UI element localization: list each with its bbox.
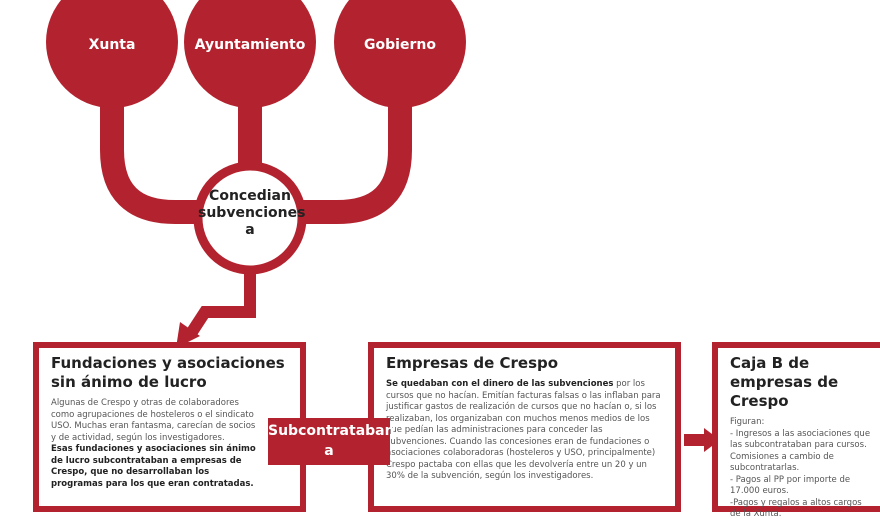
box-caja-b: Caja B de empresas de Crespo Figuran: - … (712, 342, 880, 519)
box-fundaciones: Fundaciones y asociaciones sin ánimo de … (33, 342, 306, 512)
arrow-right-2 (684, 428, 720, 452)
box-bold-text: Se quedaban con el dinero de las subvenc… (386, 379, 614, 389)
source-circle-ayuntamiento (184, 0, 316, 108)
box-text: por los cursos que no hacían. Emitían fa… (386, 379, 661, 481)
box-item: - Ingresos a las asociaciones que las su… (730, 428, 871, 474)
flow-pipes (46, 0, 720, 452)
box-item: -Pagos y regalos a altos cargos de la Xu… (730, 497, 862, 520)
source-circle-xunta (46, 0, 178, 108)
center-circle (193, 161, 307, 275)
center-label: Concedian subvenciones a (198, 188, 306, 238)
box-item: - Pagos al PP por importe de 17.000 euro… (730, 474, 851, 497)
pipe-xunta (100, 90, 205, 224)
source-circle-gobierno (334, 0, 466, 108)
box-bold-text: Esas fundaciones y asociaciones sin ánim… (51, 444, 256, 489)
box-empresas: Empresas de Crespo Se quedaban con el di… (368, 342, 681, 512)
pipe-gobierno (295, 90, 412, 224)
source-ayuntamiento: Ayuntamiento (194, 37, 306, 53)
source-xunta: Xunta (88, 37, 136, 53)
box-title: Empresas de Crespo (386, 354, 559, 372)
source-gobierno: Gobierno (364, 37, 436, 53)
down-arrow-head (176, 322, 200, 348)
box-text: Algunas de Crespo y otras de colaborador… (51, 398, 256, 443)
box-title: Caja B de empresas de Crespo (730, 354, 839, 410)
box-item: Figuran: (730, 417, 765, 427)
down-pipe (184, 268, 256, 339)
box-title: Fundaciones y asociaciones sin ánimo de … (51, 354, 285, 391)
connector-label: Subcontrataban a (268, 418, 395, 465)
